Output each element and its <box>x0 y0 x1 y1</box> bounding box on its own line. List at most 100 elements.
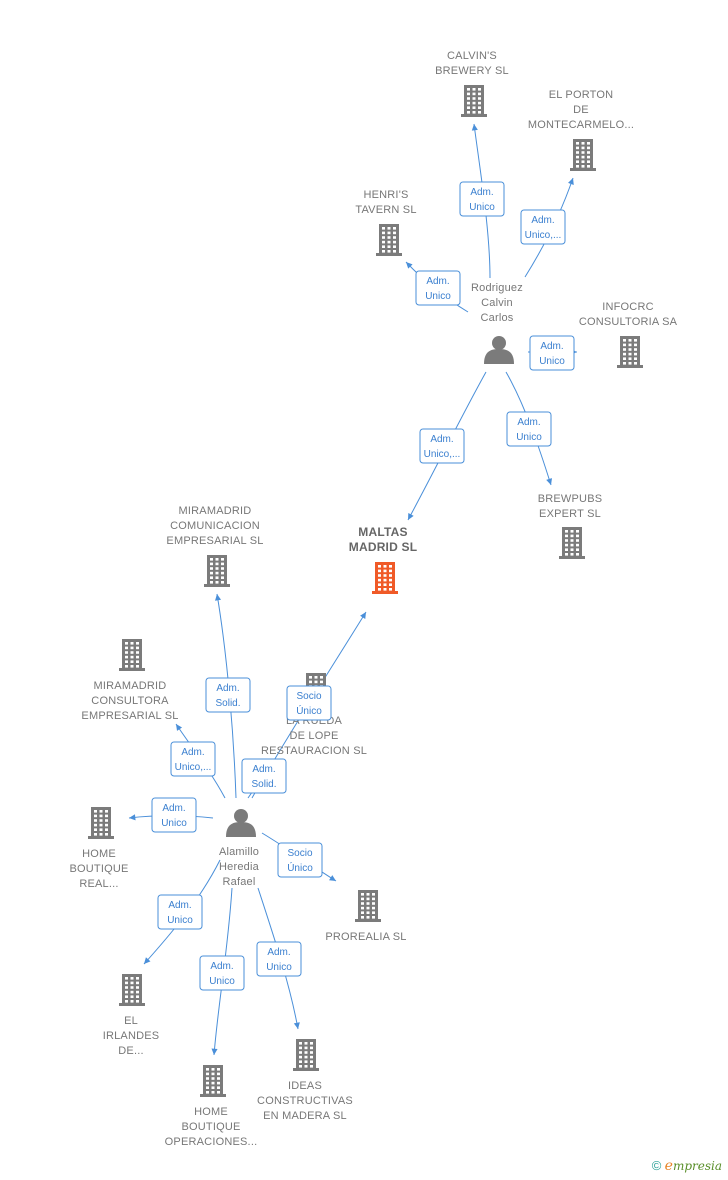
node-label-line: OPERACIONES... <box>165 1136 258 1148</box>
edge-label-alamillo-to-home_real[interactable]: Adm.Unico <box>151 797 197 833</box>
node-label-line: Alamillo <box>219 846 259 858</box>
edge-arrowhead <box>471 124 478 131</box>
building-icon <box>617 336 643 368</box>
edge-arrowhead <box>546 478 553 485</box>
edge-label-alamillo-to-irlandes[interactable]: Adm.Unico <box>157 894 203 930</box>
brand-name-rest: mpresia <box>672 1159 722 1173</box>
empresia-brand[interactable]: © empresia <box>652 1158 722 1174</box>
edge-label-line: Unico <box>469 202 495 213</box>
node-label-line: DE <box>573 104 589 116</box>
edge-label-line: Adm. <box>517 417 540 428</box>
node-label-line: BREWERY SL <box>435 65 509 77</box>
edge-label-rodriguez-to-henris[interactable]: Adm.Unico <box>415 270 461 306</box>
node-label-line: HOME <box>194 1106 228 1118</box>
edge-label-line: Único <box>287 861 313 874</box>
edge-label-line: Unico <box>516 432 542 443</box>
node-label-line: HOME <box>82 848 116 860</box>
edge-label-line: Solid. <box>251 779 276 790</box>
edge-arrowhead <box>215 594 222 601</box>
edge-label-rodriguez-to-maltas[interactable]: Adm.Unico,... <box>419 428 465 464</box>
edge-label-line: Unico <box>161 818 187 829</box>
node-label-line: INFOCRC <box>602 301 654 313</box>
edge-label-line: Adm. <box>426 276 449 287</box>
copyright-symbol: © <box>651 1158 662 1173</box>
node-home-real[interactable]: HOME BOUTIQUE REAL... <box>69 807 128 890</box>
node-prorealia[interactable]: PROREALIA SL <box>325 890 406 943</box>
edge-label-alamillo-to-miramadrid_com[interactable]: Adm.Solid. <box>205 677 251 713</box>
node-ideas[interactable]: IDEAS CONSTRUCTIVAS EN MADERA SL <box>257 1039 353 1122</box>
edge-arrowhead <box>144 957 151 964</box>
node-label-line: COMUNICACION <box>170 520 260 532</box>
nodes-layer: CALVIN'S BREWERY SL EL PORTON DE MONTECARMEL… <box>69 50 677 1148</box>
edge-label-rodriguez-to-infocrc[interactable]: Adm.Unico <box>529 335 575 371</box>
edge-label-line: Adm. <box>470 187 493 198</box>
edge-label-rodriguez-to-porton[interactable]: Adm.Unico,... <box>520 209 566 245</box>
edge-label-line: Adm. <box>430 434 453 445</box>
node-irlandes[interactable]: ELIRLANDESDE... <box>103 974 160 1057</box>
edge-label-line: Unico,... <box>525 230 562 241</box>
edge-label-alamillo-to-ideas[interactable]: Adm. Unico <box>256 941 302 977</box>
node-label-line: MADRID SL <box>349 540 417 554</box>
node-label-line: CONSULTORA <box>91 695 169 707</box>
node-label-line: DE LOPE <box>289 730 338 742</box>
node-label-line: EXPERT SL <box>539 508 601 520</box>
edge-label-line: Adm. <box>181 747 204 758</box>
edge-labels-layer: Adm.UnicoAdm.Unico,...Adm.UnicoAdm.Unico… <box>151 181 575 991</box>
edge-arrowhead <box>568 178 574 185</box>
node-label-line: HENRI'S <box>363 189 408 201</box>
node-label-line: PROREALIA SL <box>325 931 406 943</box>
node-label-line: CONSTRUCTIVAS <box>257 1095 353 1107</box>
node-label-line: MONTECARMELO... <box>528 119 634 131</box>
node-home-ops[interactable]: HOMEBOUTIQUEOPERACIONES... <box>165 1065 258 1148</box>
node-label-line: MALTAS <box>358 525 407 539</box>
node-label-line: IRLANDES <box>103 1030 160 1042</box>
edge-label-line: Único <box>296 704 322 717</box>
node-label-line: Rodriguez <box>471 282 523 294</box>
edge-label-rodriguez-to-brewpubs[interactable]: Adm. Unico <box>506 411 552 447</box>
edge-label-line: Adm. <box>210 961 233 972</box>
person-icon <box>226 809 256 837</box>
building-icon <box>376 224 402 256</box>
node-miramadrid-com[interactable]: MIRAMADRID COMUNICACION EMPRESARIAL SL <box>166 505 263 587</box>
edge-label-rodriguez-to-calvins[interactable]: Adm. Unico <box>459 181 505 217</box>
edge-label-line: Adm. <box>267 947 290 958</box>
edge-label-line: Unico <box>539 356 565 367</box>
node-label-line: IDEAS <box>288 1080 322 1092</box>
node-label-line: REAL... <box>79 878 118 890</box>
node-porton[interactable]: EL PORTON DE MONTECARMELO... <box>528 89 634 171</box>
building-icon <box>119 639 145 671</box>
edge-arrowhead <box>293 1022 300 1029</box>
node-label-line: MIRAMADRID <box>179 505 252 517</box>
node-label-line: EMPRESARIAL SL <box>166 535 263 547</box>
brand-first-letter: e <box>664 1158 673 1174</box>
node-label-line: BOUTIQUE <box>69 863 128 875</box>
node-label-line: EN MADERA SL <box>263 1110 347 1122</box>
edge-label-line: Unico,... <box>175 762 212 773</box>
building-icon <box>355 890 381 922</box>
node-label-line: CALVIN'S <box>447 50 497 62</box>
node-label-line: EL PORTON <box>549 89 614 101</box>
node-label-line: MIRAMADRID <box>94 680 167 692</box>
node-label-line: RESTAURACION SL <box>261 745 367 757</box>
edge-label-alamillo-to-home_ops[interactable]: Adm.Unico <box>199 955 245 991</box>
edge-label-line: Unico <box>266 962 292 973</box>
edge-arrowhead <box>129 814 136 821</box>
edge-label-alamillo-to-rueda[interactable]: Adm.Solid. <box>241 758 287 794</box>
node-label-line: Carlos <box>481 312 514 324</box>
edge-label-line: Unico <box>167 915 193 926</box>
edge-label-alamillo-to-miramadrid_cons[interactable]: Adm. Unico,... <box>170 741 216 777</box>
building-icon <box>88 807 114 839</box>
edge-arrowhead <box>406 262 413 269</box>
building-icon <box>293 1039 319 1071</box>
node-calvins[interactable]: CALVIN'S BREWERY SL <box>435 50 509 117</box>
